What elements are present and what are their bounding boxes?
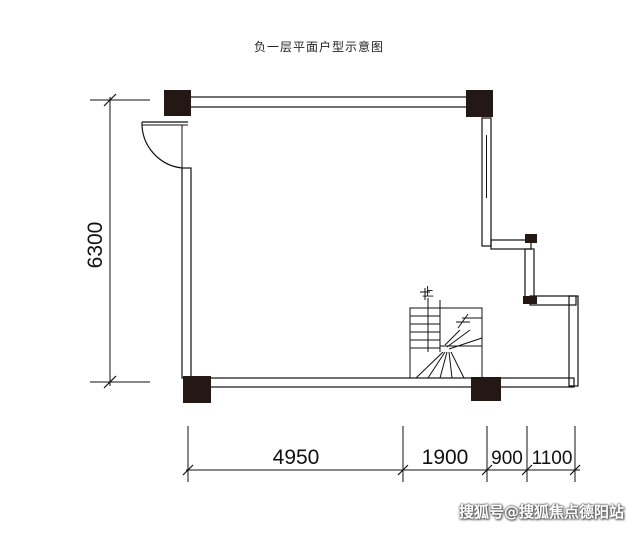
column-bottom-right (471, 377, 501, 401)
door (141, 121, 188, 169)
column-small-upper (525, 234, 537, 243)
watermark: 搜狐号@搜狐焦点德阳站 (458, 503, 624, 521)
right-wall-upper (481, 117, 492, 247)
dimension-segment-2: 1900 (422, 446, 469, 469)
column-top-right (466, 90, 493, 117)
vertical-dimension (90, 93, 150, 389)
column-bottom-left (183, 376, 211, 403)
column-small-lower (523, 296, 537, 304)
dimension-segment-4: 1100 (532, 448, 573, 469)
left-wall (181, 167, 192, 379)
bottom-wall (209, 377, 575, 388)
plan-title: 负一层平面户型示意图 (253, 40, 384, 54)
column-top-left (164, 90, 191, 116)
staircase (409, 288, 483, 379)
dimension-vertical: 6300 (84, 222, 107, 269)
dimension-segment-1: 4950 (273, 446, 320, 469)
dimension-segment-3: 900 (491, 448, 523, 469)
stair-up-label: 上 (422, 285, 434, 299)
top-wall (189, 96, 469, 108)
right-step-wall (490, 239, 579, 387)
horizontal-dimension (182, 426, 581, 482)
